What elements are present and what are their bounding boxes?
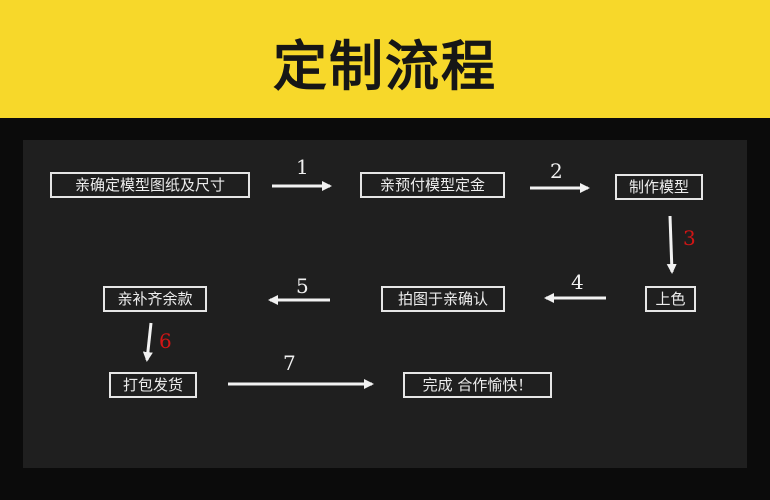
step-complete: 完成 合作愉快！: [403, 372, 552, 398]
page-title: 定制流程: [273, 34, 497, 98]
arrow-6-number: 6: [159, 329, 172, 353]
arrow-3: [666, 215, 677, 274]
arrow-5-number: 5: [296, 274, 309, 298]
step-pay-balance: 亲补齐余款: [103, 286, 207, 312]
step-pack-ship: 打包发货: [109, 372, 197, 398]
arrow-4-number: 4: [571, 270, 584, 294]
step-photo-confirm: 拍图于亲确认: [381, 286, 505, 312]
arrow-1-number: 1: [296, 155, 309, 179]
arrow-2-number: 2: [550, 159, 563, 183]
step-confirm-drawing: 亲确定模型图纸及尺寸: [50, 172, 250, 198]
header-banner: 定制流程: [0, 0, 770, 118]
arrow-6: [142, 322, 153, 362]
step-coloring: 上色: [645, 286, 696, 312]
step-make-model: 制作模型: [615, 174, 703, 200]
arrow-3-number: 3: [683, 226, 696, 250]
flow-panel: [23, 140, 747, 468]
arrow-7-number: 7: [283, 351, 296, 375]
step-prepay-deposit: 亲预付模型定金: [360, 172, 505, 198]
